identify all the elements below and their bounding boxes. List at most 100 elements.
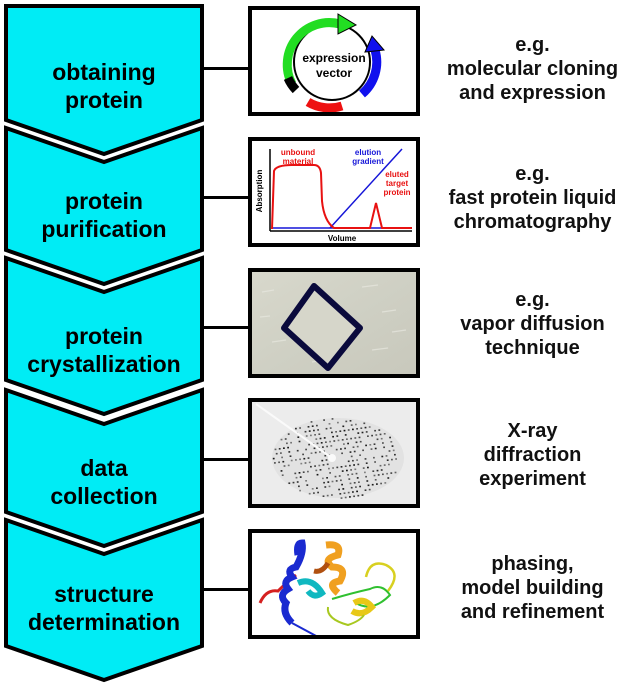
chevron-step-4 <box>4 387 204 549</box>
step-2-desc-line3: chromatography <box>453 211 612 233</box>
diffraction-spot <box>329 472 331 474</box>
diffraction-spot <box>326 445 328 448</box>
beam-center <box>328 454 336 462</box>
diffraction-spot <box>340 448 342 450</box>
diffraction-spot <box>337 421 339 424</box>
diffraction-spot <box>305 435 308 437</box>
chromatogram-plot: Absorption Volume unbound material eluti… <box>255 148 412 243</box>
diffraction-spot <box>353 482 356 484</box>
diffraction-spot <box>340 466 343 468</box>
diffraction-spot <box>330 445 333 447</box>
diffraction-spot <box>306 484 309 486</box>
diffraction-spot <box>310 465 312 468</box>
diffraction-spot <box>341 452 343 455</box>
diffraction-spot <box>379 433 382 436</box>
diffraction-spot <box>317 491 319 494</box>
diffraction-spot <box>373 456 375 459</box>
diffraction-spot <box>362 467 365 469</box>
diffraction-spot <box>365 444 367 447</box>
plasmid-gene-blue <box>358 48 382 98</box>
diffraction-spot <box>302 471 305 473</box>
diffraction-spot <box>280 470 283 472</box>
diffraction-spot <box>340 479 342 482</box>
diffraction-spot <box>394 471 397 474</box>
diffraction-spot <box>314 434 316 436</box>
diffraction-spot <box>364 458 367 460</box>
diffraction-spot <box>375 434 378 436</box>
diffraction-spot <box>384 482 387 484</box>
ribbon-lime <box>326 606 365 627</box>
step-5-label-line2: determination <box>27 609 181 635</box>
diffraction-spot <box>299 476 302 478</box>
diffraction-spot <box>329 427 332 429</box>
diffraction-spot <box>343 492 346 494</box>
diffraction-spot <box>307 457 310 459</box>
diffraction-spot <box>359 485 361 488</box>
diffraction-spot <box>389 436 391 439</box>
diffraction-spot <box>347 429 350 431</box>
chevron-step-2 <box>4 125 204 287</box>
diffraction-spot <box>391 458 393 461</box>
diffraction-spot <box>388 450 391 452</box>
diffraction-spot <box>377 474 380 476</box>
chevron-step-1 <box>4 4 204 157</box>
diffraction-spot <box>368 426 371 428</box>
diffraction-spot <box>339 493 342 495</box>
diffraction-spot <box>288 451 291 453</box>
ribbon-yellow-loop <box>364 562 396 592</box>
diffraction-spot <box>275 452 278 455</box>
diffraction-spot <box>369 444 372 446</box>
step-1-desc-line3: and expression <box>459 82 606 104</box>
diffraction-spot <box>299 489 301 492</box>
step-3-label-line2: crystallization <box>27 351 181 377</box>
step-5-label-line1: structure <box>54 581 154 607</box>
step-5-desc-line1: phasing, <box>491 553 574 575</box>
diffraction-spot <box>357 432 360 434</box>
diffraction-spot <box>385 455 388 457</box>
diffraction-spot <box>353 450 356 453</box>
step-1-description: e.g. molecular cloning and expression <box>432 33 633 105</box>
diffraction-spot <box>386 472 388 475</box>
diffraction-spot <box>349 420 352 422</box>
diffraction-spot <box>373 443 376 445</box>
diffraction-spot <box>356 428 358 430</box>
diffraction-spot <box>315 438 318 440</box>
diffraction-spot <box>332 435 334 438</box>
diffraction-spot <box>380 469 383 471</box>
diffraction-spot <box>290 459 293 462</box>
diffraction-spot <box>341 483 343 486</box>
diffraction-spot <box>308 443 310 446</box>
diffraction-spot <box>304 462 307 464</box>
diffraction-spot <box>298 472 301 474</box>
diffraction-spot <box>345 420 348 423</box>
plasmid-origin-black <box>283 76 300 94</box>
diffraction-spot <box>324 486 327 488</box>
diffraction-spot <box>376 438 379 441</box>
diffraction-spot <box>325 459 328 461</box>
diffraction-spot <box>364 426 367 429</box>
ribbon-brown <box>313 561 331 574</box>
step-4-desc-line2: diffraction <box>483 444 582 466</box>
gradient-label-line2: gradient <box>352 157 384 166</box>
expression-vector-panel: expression vector <box>248 6 420 116</box>
diffraction-spot <box>295 427 297 430</box>
diffraction-spot <box>347 491 350 494</box>
chevron-step-5 <box>4 517 204 683</box>
vector-label-line1: expression <box>302 51 365 65</box>
diffraction-spot <box>362 449 364 452</box>
step-2-label-line2: purification <box>41 216 167 242</box>
diffraction-spot <box>371 434 373 437</box>
diffraction-spot <box>364 471 366 474</box>
diffraction-spot <box>360 427 363 429</box>
eluted-label-line2: target <box>386 179 409 188</box>
green-arrow-head-icon <box>337 13 358 35</box>
diffraction-spot <box>376 483 378 485</box>
diffraction-spot <box>350 469 352 471</box>
diffraction-spot <box>356 477 359 479</box>
step-4-desc-line1: X-ray <box>507 420 558 442</box>
connector-5 <box>202 588 248 591</box>
diffraction-spot <box>286 442 288 445</box>
diffraction-spot <box>295 476 298 479</box>
ribbon-blue-helix <box>279 539 306 626</box>
elution-gradient-line <box>329 148 403 229</box>
